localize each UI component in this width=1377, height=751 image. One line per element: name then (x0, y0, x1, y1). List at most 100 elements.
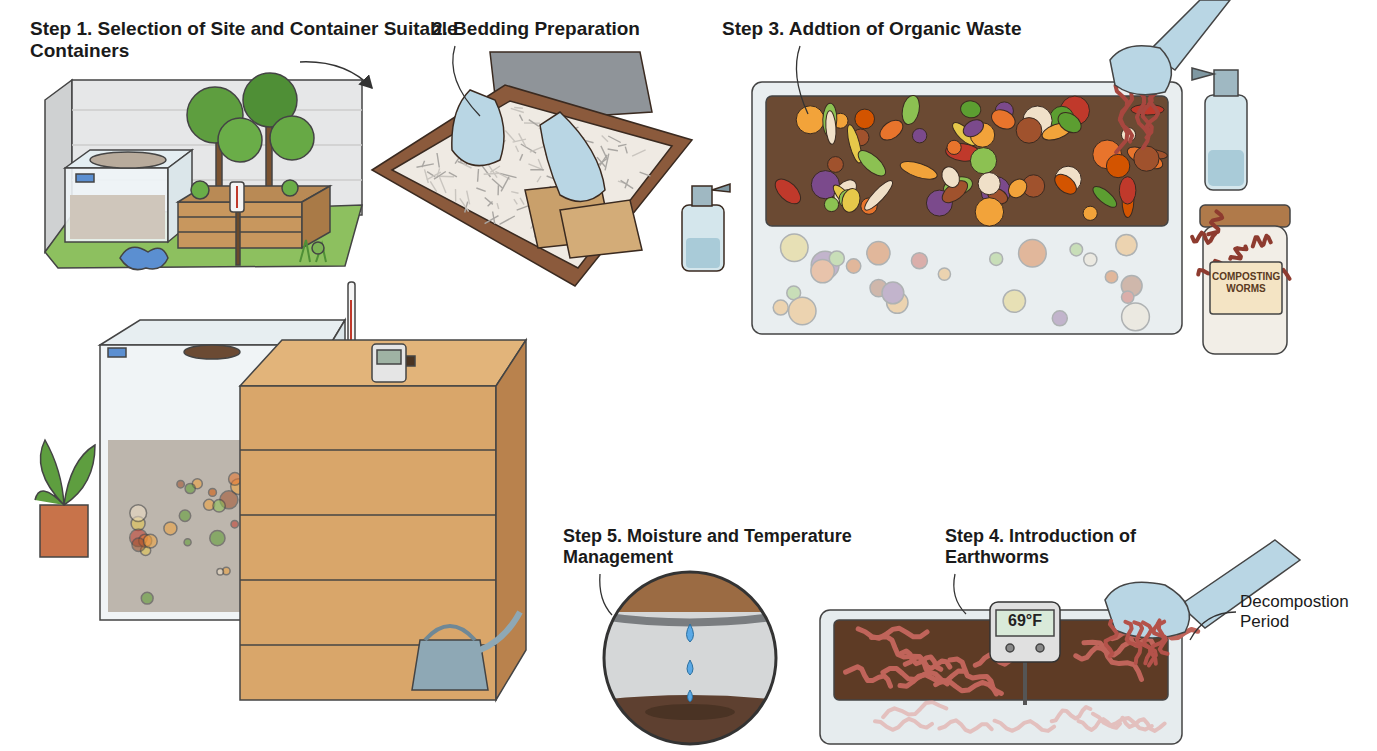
food-scraps (867, 242, 890, 265)
shredded-paper (430, 181, 436, 191)
shredded-paper (608, 136, 621, 143)
moisture-lens (687, 660, 693, 675)
step-heading: Step 4. Introduction of Earthworms (945, 526, 1187, 567)
shredded-paper (460, 198, 469, 211)
food-scraps (1122, 291, 1134, 303)
food-scraps (1134, 146, 1159, 171)
waste-scene (1208, 150, 1244, 186)
site-scene (70, 195, 165, 239)
bedding-scene (682, 205, 724, 271)
worm (1116, 85, 1132, 153)
compost-bits (177, 481, 184, 488)
shredded-paper (640, 172, 651, 176)
bedding-scene (686, 238, 720, 268)
compost-bits (231, 521, 238, 528)
shredded-paper (520, 198, 524, 205)
shredded-paper (514, 199, 517, 204)
meter-reading: 69°F (996, 612, 1054, 630)
worm (1208, 211, 1222, 234)
shredded-paper (497, 185, 499, 195)
shredded-paper (492, 179, 503, 189)
food-scraps (1019, 239, 1047, 267)
worm (1192, 233, 1216, 243)
worm (883, 702, 946, 717)
food-scraps (876, 116, 906, 144)
food-scraps (1116, 235, 1137, 256)
bin-scene (412, 640, 488, 690)
shredded-paper (621, 180, 634, 188)
shredded-paper (632, 150, 646, 156)
shredded-paper (500, 216, 515, 224)
bin-scene (184, 345, 240, 359)
worm (1134, 622, 1150, 663)
step-heading: 2. Bedding Preparation (432, 18, 692, 40)
food-scraps (978, 173, 1000, 195)
food-scraps (773, 300, 788, 315)
worm (1230, 247, 1246, 259)
food-scraps (846, 259, 860, 273)
worm-tray (990, 602, 1060, 662)
food-scraps (781, 234, 809, 262)
food-scraps (1083, 206, 1097, 220)
worm (875, 719, 932, 730)
food-scraps (829, 251, 844, 266)
jar-label: COMPOSTING WORMS (1212, 271, 1280, 294)
leader-line (954, 574, 966, 614)
lens-content (600, 570, 780, 612)
food-scraps (1070, 243, 1083, 256)
site-scene (282, 180, 298, 196)
food-scraps (900, 94, 922, 126)
food-scraps (839, 186, 862, 214)
food-scraps (912, 129, 926, 143)
shredded-paper (528, 164, 544, 170)
food-scraps (911, 253, 927, 269)
site-scene (270, 116, 314, 160)
shredded-paper (440, 177, 446, 193)
worm (939, 720, 991, 732)
site-scene (45, 73, 362, 270)
worm (1106, 621, 1117, 656)
waste-scene (1110, 46, 1171, 95)
waste-scene (1214, 70, 1238, 96)
shredded-paper (422, 161, 425, 168)
compost-bits (164, 522, 177, 535)
shredded-paper (477, 169, 479, 182)
compost-bits (141, 592, 153, 604)
shredded-paper (476, 188, 485, 191)
food-scraps (882, 282, 904, 304)
site-scene (218, 118, 262, 162)
bedding-scene (392, 101, 672, 268)
site-scene (65, 168, 168, 242)
worm (875, 702, 1165, 732)
bedding-scene (560, 200, 642, 258)
food-scraps (1084, 253, 1097, 266)
food-scraps (898, 158, 939, 183)
waste-scene (752, 0, 1290, 354)
compost-bits (209, 489, 217, 497)
worm (1151, 622, 1165, 664)
worm (1106, 620, 1168, 665)
leader-line (1190, 612, 1236, 640)
shredded-paper (434, 172, 446, 180)
shredded-paper (497, 203, 499, 209)
note-label: Decompostion Period (1240, 592, 1372, 631)
worm (995, 721, 1055, 731)
waste-scene (1192, 68, 1214, 80)
food-scraps (1119, 177, 1136, 204)
bedding-scene (372, 85, 692, 286)
compost-bits (185, 483, 195, 493)
shredded-paper (467, 191, 470, 205)
compost-bits (143, 534, 157, 548)
step-heading: Step 1. Selection of Site and Container … (30, 18, 475, 62)
food-scraps (938, 164, 962, 191)
food-scraps (975, 198, 1003, 226)
moisture-lens (600, 570, 780, 751)
worm-tray (1036, 644, 1044, 652)
bedding-scene (712, 184, 730, 192)
food-scraps (771, 174, 805, 208)
shredded-paper (417, 164, 434, 167)
bedding-scene (692, 186, 712, 206)
food-scraps (1052, 311, 1067, 326)
bin-scene (480, 612, 520, 650)
site-scene (120, 247, 168, 269)
